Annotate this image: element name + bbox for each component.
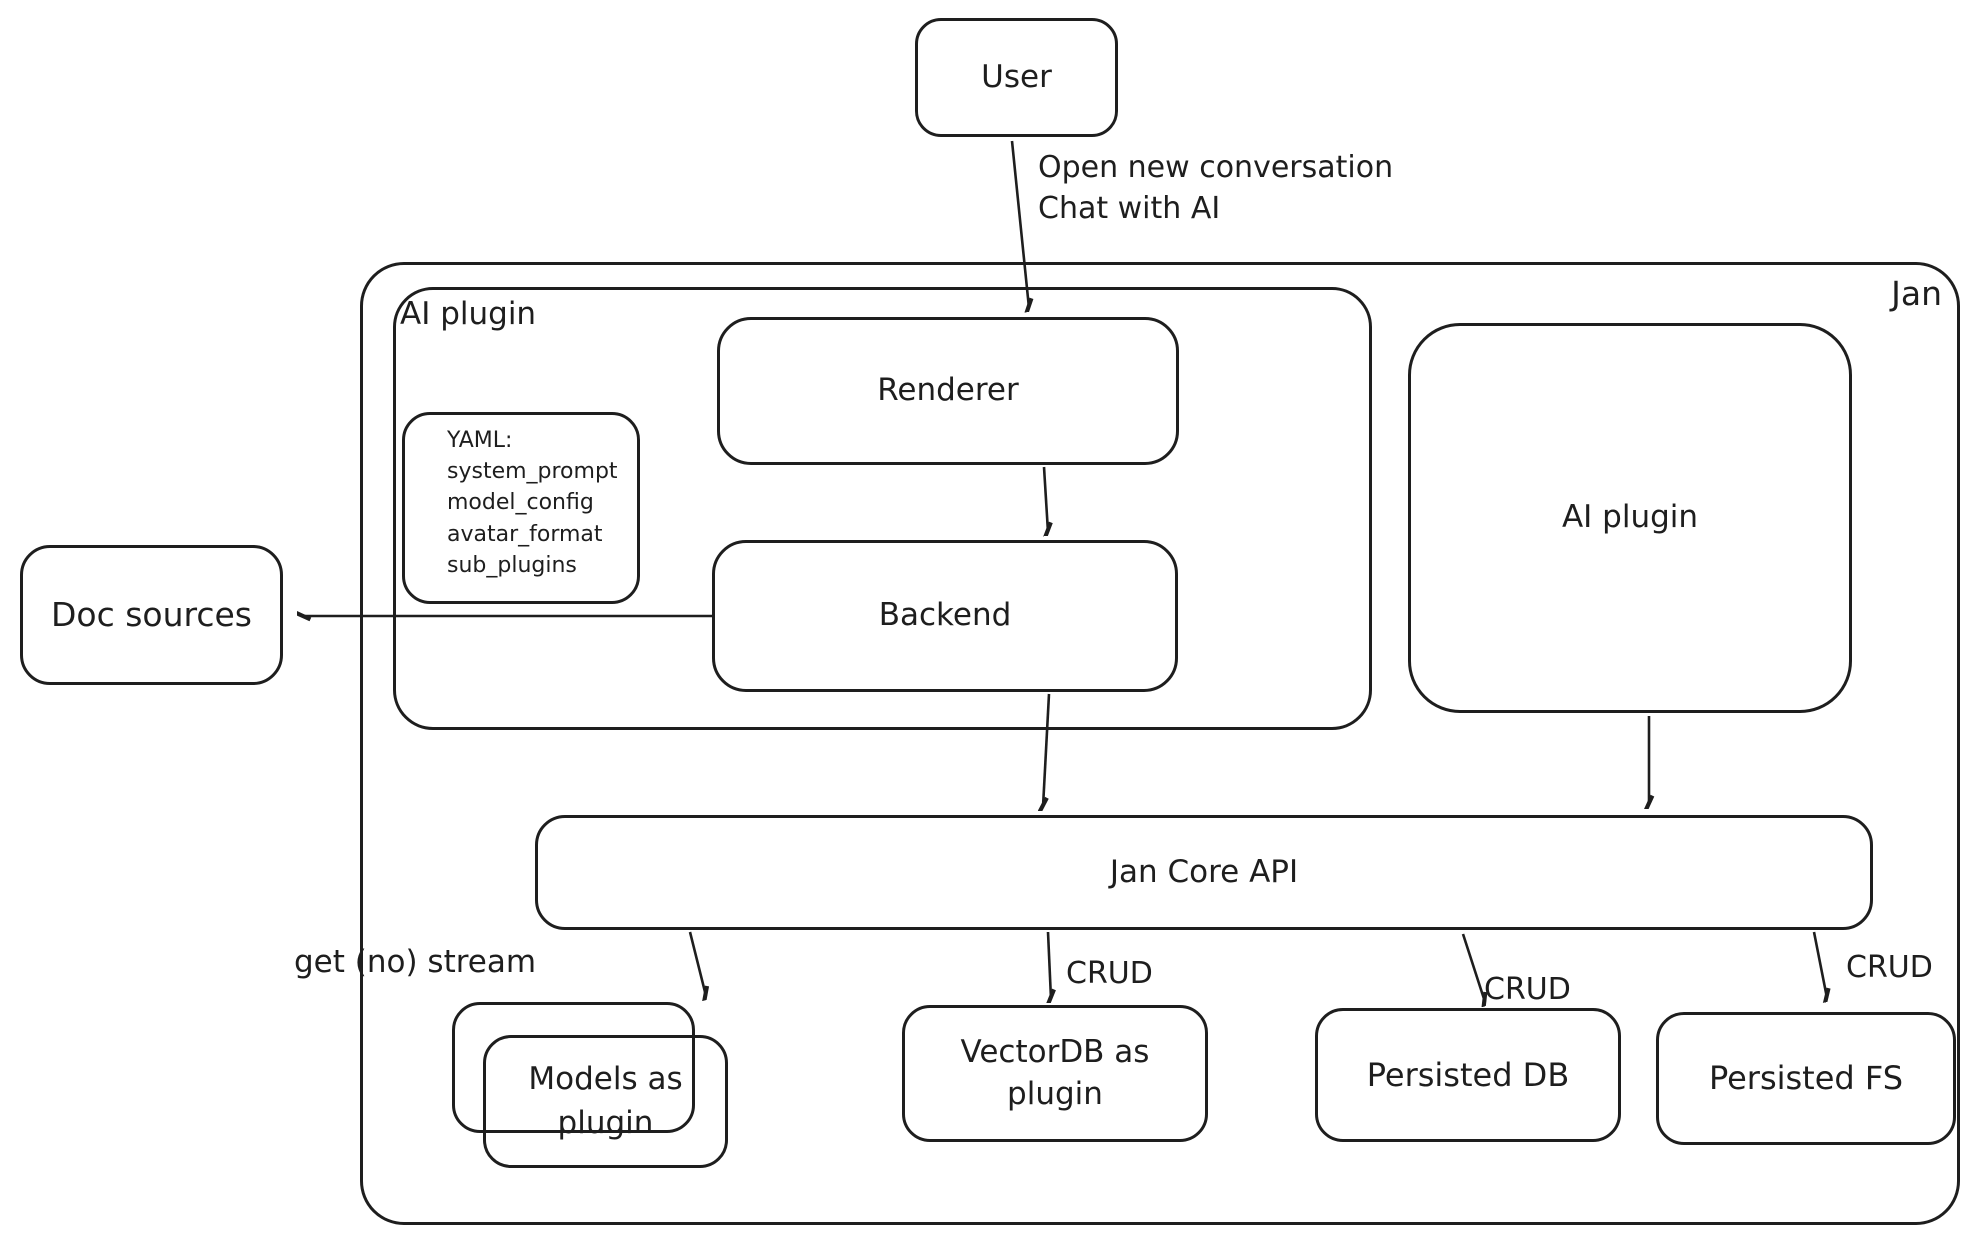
container-jan [360,262,1960,1225]
edge-label-crud-persisted-db: CRUD [1484,972,1571,1007]
node-persisted-db: Persisted DB [1315,1008,1621,1142]
node-jan-core-api-label: Jan Core API [1109,853,1299,890]
node-models-as-plugin-back [452,1002,695,1133]
node-vectordb-as-plugin-label: VectorDB as plugin [960,1033,1150,1112]
node-user-label: User [981,58,1052,95]
node-backend: Backend [712,540,1178,692]
node-doc-sources-label: Doc sources [50,594,252,634]
node-backend-label: Backend [878,597,1012,634]
node-renderer-label: Renderer [877,372,1019,409]
container-jan-label: Jan [1891,274,1942,313]
edge-label-get-no-stream: get (no) stream [294,944,537,980]
node-persisted-fs: Persisted FS [1656,1012,1956,1145]
node-persisted-fs-label: Persisted FS [1708,1059,1904,1098]
node-ai-plugin-right: AI plugin [1408,323,1852,713]
node-jan-core-api: Jan Core API [535,815,1873,930]
node-models-as-plugin: Models as plugin [483,1035,728,1168]
node-ai-plugin-right-label: AI plugin [1561,499,1699,536]
edge-label-crud-persisted-fs: CRUD [1846,950,1933,985]
node-vectordb-as-plugin: VectorDB as plugin [902,1005,1208,1142]
node-persisted-db-label: Persisted DB [1366,1055,1570,1094]
node-renderer: Renderer [717,317,1179,465]
node-user: User [915,18,1118,137]
node-yaml-note: YAML: system_prompt model_config avatar_… [402,412,640,604]
node-models-as-plugin-label: Models as plugin [528,1061,683,1141]
edge-label-open-conversation: Open new conversation Chat with AI [1038,150,1394,226]
node-yaml-note-text: YAML: system_prompt model_config avatar_… [447,428,618,578]
container-ai-plugin [393,287,1372,730]
container-ai-plugin-label: AI plugin [400,296,537,332]
edge-label-crud-vectordb: CRUD [1066,956,1153,991]
node-doc-sources: Doc sources [20,545,283,685]
